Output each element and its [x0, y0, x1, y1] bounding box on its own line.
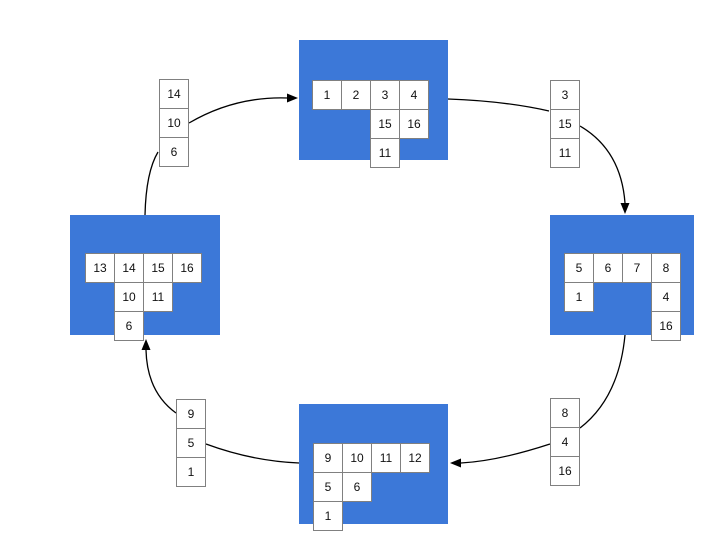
tile-cell-9: 9 [176, 399, 206, 429]
link-bottom-box-to-bottomleft-stack [205, 443, 300, 464]
arrow-topright-stack-to-right-box [579, 125, 626, 204]
tile-cell-6: 6 [159, 137, 189, 167]
tile-cell-2: 2 [341, 80, 371, 110]
tile-cell-5: 5 [176, 428, 206, 458]
tile-cell-8: 8 [550, 398, 580, 428]
tile-cell-10: 10 [114, 282, 144, 312]
link-top-box-to-topright-stack [447, 98, 550, 112]
tile-cell-4: 4 [651, 282, 681, 312]
arrowhead-into-top-box-icon [287, 93, 298, 103]
tile-cell-9: 9 [313, 443, 343, 473]
tile-cell-1: 1 [564, 282, 594, 312]
tile-cell-10: 10 [342, 443, 372, 473]
tile-cell-15: 15 [550, 109, 580, 139]
tile-cell-4: 4 [550, 427, 580, 457]
tile-cell-16: 16 [651, 311, 681, 341]
tile-cell-1: 1 [312, 80, 342, 110]
tile-cell-12: 12 [400, 443, 430, 473]
tile-cell-14: 14 [159, 79, 189, 109]
tile-cell-11: 11 [370, 138, 400, 168]
tile-cell-7: 7 [622, 253, 652, 283]
tile-cell-11: 11 [143, 282, 173, 312]
tile-cell-3: 3 [370, 80, 400, 110]
tile-cell-5: 5 [313, 472, 343, 502]
tile-cell-15: 15 [143, 253, 173, 283]
tile-cell-1: 1 [176, 457, 206, 487]
arrow-topleft-stack-to-top-box [188, 97, 289, 124]
tile-cell-15: 15 [370, 109, 400, 139]
tile-cell-6: 6 [593, 253, 623, 283]
arrowhead-into-bottom-box-icon [450, 458, 461, 468]
tile-cell-1: 1 [313, 501, 343, 531]
tile-cell-5: 5 [564, 253, 594, 283]
tile-cell-11: 11 [371, 443, 401, 473]
tile-cell-11: 11 [550, 138, 580, 168]
tile-cell-6: 6 [114, 311, 144, 341]
tile-cell-16: 16 [172, 253, 202, 283]
arrow-bottomright-stack-to-bottom-box [460, 443, 551, 464]
arrow-bottomleft-stack-to-left-box [145, 349, 177, 414]
tile-cell-4: 4 [399, 80, 429, 110]
tile-cell-8: 8 [651, 253, 681, 283]
link-right-box-to-bottomright-stack [579, 334, 626, 429]
tile-cell-16: 16 [550, 456, 580, 486]
tile-cell-14: 14 [114, 253, 144, 283]
tile-cell-3: 3 [550, 80, 580, 110]
arrowhead-into-right-box-icon [620, 203, 630, 214]
tile-cell-16: 16 [399, 109, 429, 139]
tile-cell-10: 10 [159, 108, 189, 138]
tile-cell-6: 6 [342, 472, 372, 502]
link-left-box-to-topleft-stack [144, 151, 159, 216]
tile-cell-13: 13 [85, 253, 115, 283]
